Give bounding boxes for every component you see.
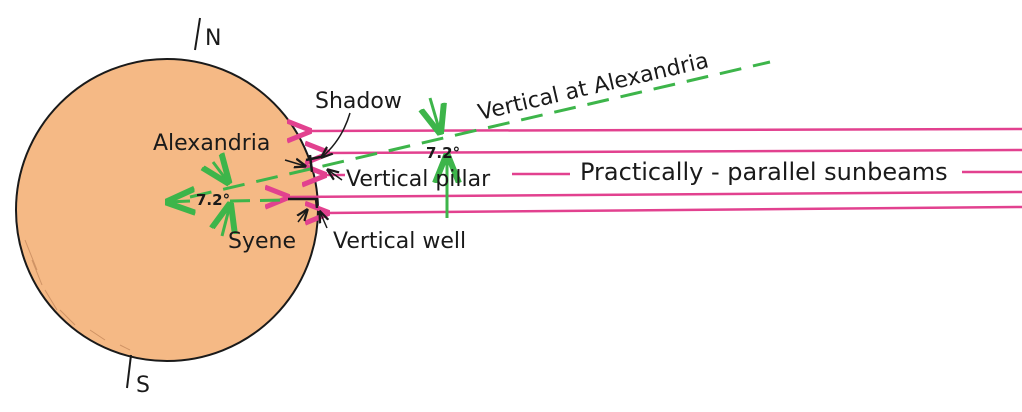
alexandria-pointer [284, 160, 305, 166]
sunbeam-5 [325, 207, 1022, 213]
shadow-pointer [322, 112, 351, 157]
center-angle-label: 7.2° [196, 191, 230, 209]
verticals [168, 60, 771, 237]
earth-shading [24, 239, 131, 351]
center-arrow [168, 201, 190, 202]
pillar-angle-arrow-top [430, 97, 440, 132]
vertical-at-alexandria-line [189, 60, 771, 199]
north-label: N [205, 26, 221, 51]
vertical-at-syene-line [229, 198, 291, 203]
north-axis-line [194, 17, 201, 51]
sunbeam-1 [307, 129, 1022, 131]
sunbeam-4 [285, 192, 1022, 197]
vertical-well-mark [288, 197, 319, 209]
syene-label: Syene [228, 229, 296, 254]
pillar-angle-label: 7.2° [426, 144, 460, 162]
south-label: S [136, 373, 150, 398]
sunbeams-label: Practically - parallel sunbeams [580, 158, 948, 186]
alexandria-label: Alexandria [153, 131, 270, 156]
pointer-arrows [284, 112, 351, 229]
vertical-pillar-label: Vertical pillar [346, 167, 491, 192]
sunbeam-2 [325, 150, 1022, 153]
shadow-label: Shadow [315, 89, 402, 114]
syene-angle-arrow [222, 205, 230, 237]
south-axis-line [126, 354, 132, 389]
well-pointer [320, 212, 327, 229]
earth-globe [15, 58, 319, 362]
vertical-well-label: Vertical well [333, 229, 466, 254]
pillar-pointer [328, 170, 343, 181]
syene-pointer [298, 210, 307, 223]
alexandria-angle-arrow [213, 162, 228, 182]
vertical-at-alexandria-label: Vertical at Alexandria [476, 48, 711, 125]
sunbeams [285, 129, 1022, 213]
